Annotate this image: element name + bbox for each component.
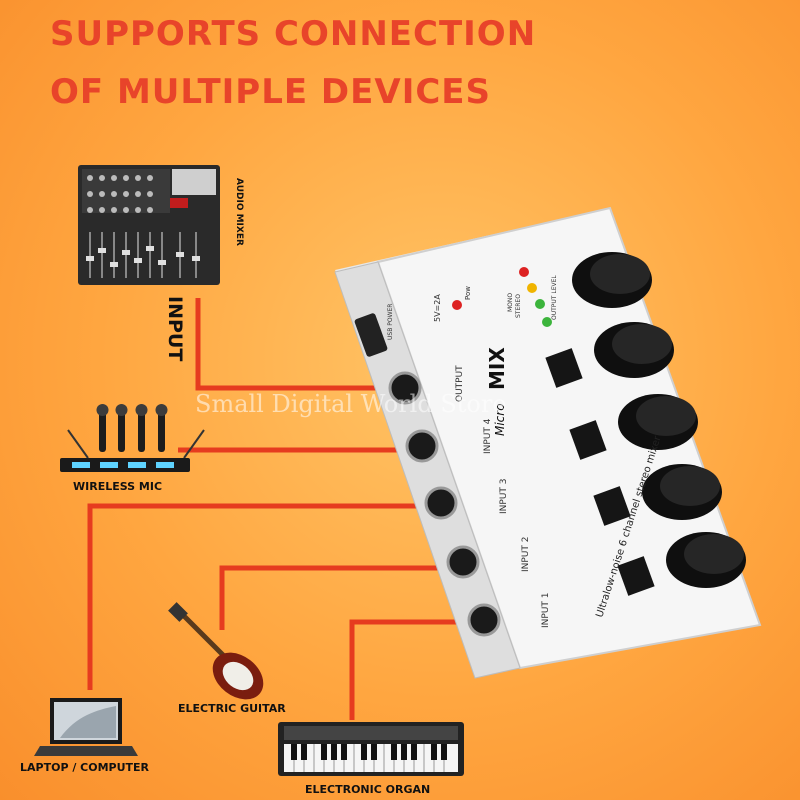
laptop-label: LAPTOP / COMPUTER	[20, 761, 150, 774]
input-label: INPUT	[164, 296, 186, 362]
headline-line-1: SUPPORTS CONNECTION	[50, 14, 537, 54]
organ-label: ELECTRONIC ORGAN	[305, 783, 431, 796]
headline-line-2: OF MULTIPLE DEVICES	[50, 72, 492, 112]
laptop-icon	[34, 698, 138, 756]
mixer-pow-label: Pow	[464, 286, 472, 300]
knob-icon	[642, 464, 722, 520]
mixer-output-label: OUTPUT	[455, 365, 465, 402]
mixer-output-level-label: OUTPUT LEVEL	[551, 275, 558, 320]
knob-icon	[618, 394, 698, 450]
cable-organ	[349, 619, 482, 720]
jack-input-4	[405, 429, 439, 463]
audio-mixer-icon	[78, 165, 220, 285]
cable-mixer	[195, 298, 405, 391]
jack-input-1	[467, 603, 501, 637]
mixer-brand: MIX	[485, 347, 509, 390]
guitar-label: ELECTRIC GUITAR	[178, 702, 286, 715]
jack-input-3	[424, 486, 458, 520]
mini-mixer: MIX Micro Ultralow-noise 6 channel stere…	[334, 206, 762, 679]
electronic-organ-icon	[278, 722, 464, 776]
mixer-input-1-label: INPUT 1	[541, 593, 551, 629]
mixer-brand-prefix: Micro	[493, 403, 507, 436]
knob-icon	[594, 322, 674, 378]
knob-icon	[572, 252, 652, 308]
watermark: Small Digital World Store	[195, 390, 507, 418]
electric-guitar-icon	[168, 602, 264, 700]
knobs	[572, 252, 746, 588]
jack-output	[388, 371, 422, 405]
wireless-mic-icon	[60, 404, 205, 472]
mixer-usb-power-label: USB POWER	[387, 304, 394, 340]
mixer-mono-label: MONO	[507, 293, 514, 312]
knob-icon	[666, 532, 746, 588]
mixer-input-2-label: INPUT 2	[521, 537, 531, 573]
cable-laptop	[87, 503, 438, 690]
mixer-input-4-label: INPUT 4	[483, 418, 493, 454]
wireless-mic-label: WIRELESS MIC	[73, 480, 163, 493]
mixer-input-3-label: INPUT 3	[499, 479, 509, 515]
mixer-stereo-label: STEREO	[515, 294, 522, 318]
cable-guitar	[219, 565, 462, 630]
mixer-power-label: 5V=2A	[433, 294, 442, 322]
audio-mixer-label: AUDIO MIXER	[234, 178, 244, 246]
jack-input-2	[446, 545, 480, 579]
cables	[87, 298, 482, 720]
jacks	[388, 371, 501, 637]
